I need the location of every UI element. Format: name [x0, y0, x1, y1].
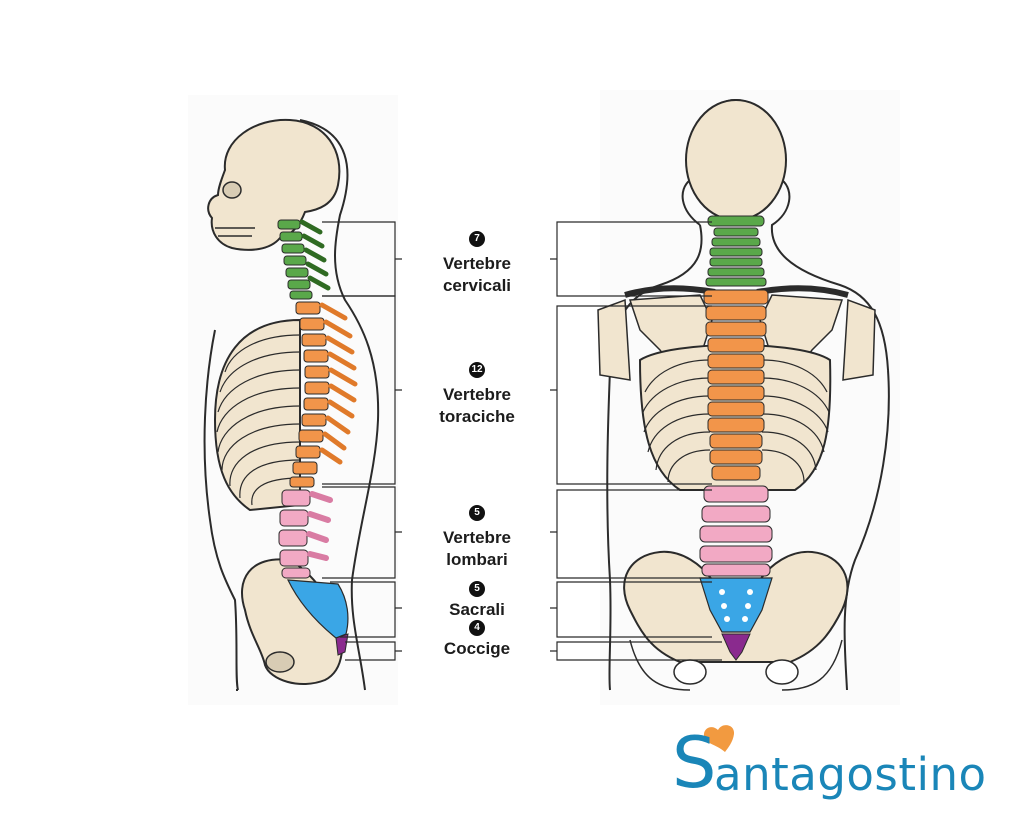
label-lumbar-line1: Vertebre — [442, 528, 512, 547]
back-sacrum — [699, 577, 773, 633]
logo-wordmark: antagostino — [714, 748, 987, 801]
back-sacral-foramina — [719, 589, 753, 622]
bracket-right-coccyx — [550, 641, 722, 661]
side-lumbar — [278, 489, 333, 579]
label-lumbar-line2: lombari — [446, 550, 508, 569]
side-rib-lines — [216, 334, 301, 506]
label-sacral-line1: Sacrali — [449, 600, 505, 619]
bracket-left-coccyx — [345, 641, 402, 661]
count-badge-cervical: 7 — [469, 231, 485, 247]
brackets — [322, 221, 722, 661]
back-view-figure — [597, 98, 890, 691]
back-rib-lines — [642, 359, 830, 483]
back-upper-arms — [597, 298, 876, 381]
label-lumbar: 5 Vertebre lombari — [402, 505, 552, 571]
label-coccyx-line1: Coccige — [443, 639, 511, 658]
side-teeth — [215, 227, 255, 237]
bracket-right-cervical — [550, 221, 712, 297]
label-cervical-line2: cervicali — [442, 276, 512, 295]
side-hip-socket — [265, 651, 295, 673]
label-cervical: 7 Vertebre cervicali — [402, 231, 552, 297]
side-ribcage — [213, 318, 301, 512]
back-thoracic — [703, 289, 769, 481]
label-coccyx: 4 Coccige — [402, 620, 552, 660]
back-right-foramen — [765, 659, 799, 685]
side-body-outline — [203, 119, 380, 691]
back-femur-heads — [629, 639, 843, 691]
bracket-left-lumbar — [322, 486, 402, 579]
back-coccyx — [721, 633, 751, 661]
count-badge-sacral: 5 — [469, 581, 485, 597]
label-thoracic-line2: toraciche — [439, 407, 515, 426]
label-thoracic: 12 Vertebre toraciche — [402, 362, 552, 428]
bracket-right-sacral — [550, 581, 712, 638]
back-lumbar — [699, 485, 773, 577]
back-skull — [685, 99, 787, 221]
logo-initial: S — [672, 722, 717, 804]
heart-icon — [703, 725, 735, 752]
count-badge-lumbar: 5 — [469, 505, 485, 521]
bracket-right-lumbar — [550, 489, 712, 579]
side-cervical — [277, 219, 331, 300]
label-thoracic-line1: Vertebre — [442, 385, 512, 404]
back-left-foramen — [673, 659, 707, 685]
side-thoracic — [289, 301, 358, 488]
count-badge-thoracic: 12 — [469, 362, 485, 378]
count-badge-coccyx: 4 — [469, 620, 485, 636]
side-coccyx — [335, 633, 349, 656]
side-view-figure — [203, 118, 380, 691]
bracket-left-thoracic — [322, 295, 402, 485]
bracket-left-sacral — [330, 581, 402, 638]
back-cervical — [705, 215, 767, 287]
label-sacral: 5 Sacrali — [402, 581, 552, 621]
side-eye-socket — [222, 181, 242, 199]
bracket-right-thoracic — [550, 305, 712, 485]
label-cervical-line1: Vertebre — [442, 254, 512, 273]
